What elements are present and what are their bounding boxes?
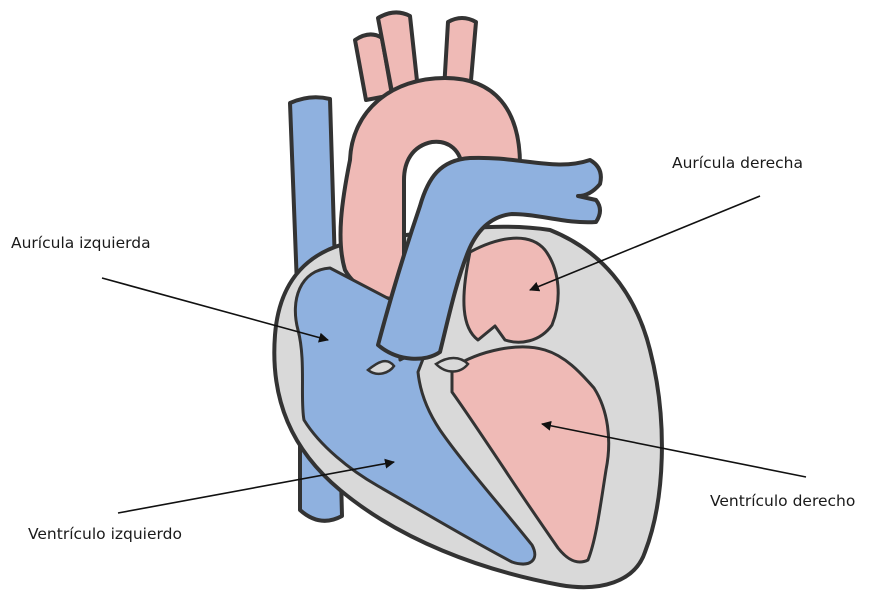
right-atrium <box>464 238 558 342</box>
label-right-ventricle: Ventrículo derecho <box>710 494 855 510</box>
label-right-atrium: Aurícula derecha <box>672 156 803 172</box>
label-left-ventricle: Ventrículo izquierdo <box>28 527 182 543</box>
label-left-atrium: Aurícula izquierda <box>11 236 151 252</box>
